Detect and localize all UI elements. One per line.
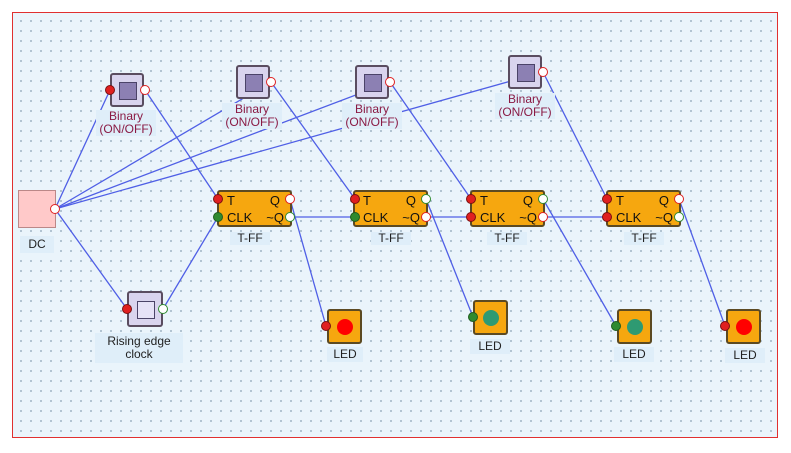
pin-nq-label: ~Q xyxy=(519,210,537,225)
port-led3-in[interactable] xyxy=(611,321,621,331)
binary-2-label: Binary (ON/OFF) xyxy=(222,103,282,129)
binary-3-label: Binary (ON/OFF) xyxy=(342,103,402,129)
led-1-label: LED xyxy=(327,347,363,362)
port-tff2-t[interactable] xyxy=(350,194,360,204)
led-lamp-icon xyxy=(337,319,353,335)
port-binary4-out[interactable] xyxy=(538,67,548,77)
pin-t-label: T xyxy=(480,193,488,208)
port-tff4-nq[interactable] xyxy=(674,212,684,222)
binary-1-label: Binary (ON/OFF) xyxy=(96,110,156,136)
port-tff3-clk[interactable] xyxy=(466,212,476,222)
tff-1[interactable]: T Q CLK ~Q xyxy=(217,190,292,227)
pin-t-label: T xyxy=(616,193,624,208)
switch-knob-icon xyxy=(119,82,137,100)
port-tff1-t[interactable] xyxy=(213,194,223,204)
port-tff4-t[interactable] xyxy=(602,194,612,204)
binary-switch-3[interactable] xyxy=(355,65,389,99)
led-lamp-icon xyxy=(483,310,499,326)
tff-4[interactable]: T Q CLK ~Q xyxy=(606,190,681,227)
port-binary1-in[interactable] xyxy=(105,85,115,95)
port-tff3-nq[interactable] xyxy=(538,212,548,222)
pin-nq-label: ~Q xyxy=(402,210,420,225)
pin-clk-label: CLK xyxy=(363,210,389,225)
tff-3-label: T-FF xyxy=(487,232,527,245)
port-tff3-q[interactable] xyxy=(538,194,548,204)
pin-q-label: Q xyxy=(658,193,669,208)
pin-q-label: Q xyxy=(522,193,533,208)
port-tff4-q[interactable] xyxy=(674,194,684,204)
led-3[interactable] xyxy=(617,309,652,344)
port-tff1-nq[interactable] xyxy=(285,212,295,222)
port-clock-in[interactable] xyxy=(122,304,132,314)
pin-clk-label: CLK xyxy=(480,210,506,225)
pin-q-label: Q xyxy=(405,193,416,208)
led-2-label: LED xyxy=(470,339,510,354)
port-tff3-t[interactable] xyxy=(466,194,476,204)
clock-square-icon xyxy=(137,301,155,319)
tff-4-label: T-FF xyxy=(624,232,664,245)
pin-clk-label: CLK xyxy=(616,210,642,225)
port-dc-out[interactable] xyxy=(50,204,60,214)
dc-label: DC xyxy=(20,236,54,253)
port-tff2-nq[interactable] xyxy=(421,212,431,222)
port-tff1-q[interactable] xyxy=(285,194,295,204)
pin-t-label: T xyxy=(363,193,371,208)
binary-switch-4[interactable] xyxy=(508,55,542,89)
led-2[interactable] xyxy=(473,300,508,335)
led-4[interactable] xyxy=(726,309,761,344)
tff-2-label: T-FF xyxy=(371,232,411,245)
port-tff2-q[interactable] xyxy=(421,194,431,204)
pin-t-label: T xyxy=(227,193,235,208)
binary-4-label: Binary (ON/OFF) xyxy=(495,93,555,119)
port-led2-in[interactable] xyxy=(468,312,478,322)
pin-nq-label: ~Q xyxy=(266,210,284,225)
switch-knob-icon xyxy=(245,74,263,92)
led-4-label: LED xyxy=(725,348,765,363)
led-1[interactable] xyxy=(327,309,362,344)
port-tff4-clk[interactable] xyxy=(602,212,612,222)
tff-1-label: T-FF xyxy=(230,232,270,245)
binary-switch-2[interactable] xyxy=(236,65,270,99)
dc-source[interactable] xyxy=(18,190,56,228)
port-clock-out[interactable] xyxy=(158,304,168,314)
port-led1-in[interactable] xyxy=(321,321,331,331)
pin-nq-label: ~Q xyxy=(655,210,673,225)
tff-2[interactable]: T Q CLK ~Q xyxy=(353,190,428,227)
pin-q-label: Q xyxy=(269,193,280,208)
port-tff1-clk[interactable] xyxy=(213,212,223,222)
port-binary2-out[interactable] xyxy=(266,77,276,87)
clock-label: Rising edge clock xyxy=(95,333,183,363)
pin-clk-label: CLK xyxy=(227,210,253,225)
port-binary1-out[interactable] xyxy=(140,85,150,95)
tff-3[interactable]: T Q CLK ~Q xyxy=(470,190,545,227)
port-tff2-clk[interactable] xyxy=(350,212,360,222)
led-3-label: LED xyxy=(614,347,654,362)
binary-switch-1[interactable] xyxy=(110,73,144,107)
led-lamp-icon xyxy=(627,319,643,335)
switch-knob-icon xyxy=(517,64,535,82)
switch-knob-icon xyxy=(364,74,382,92)
led-lamp-icon xyxy=(736,319,752,335)
port-binary3-out[interactable] xyxy=(385,77,395,87)
port-led4-in[interactable] xyxy=(720,321,730,331)
